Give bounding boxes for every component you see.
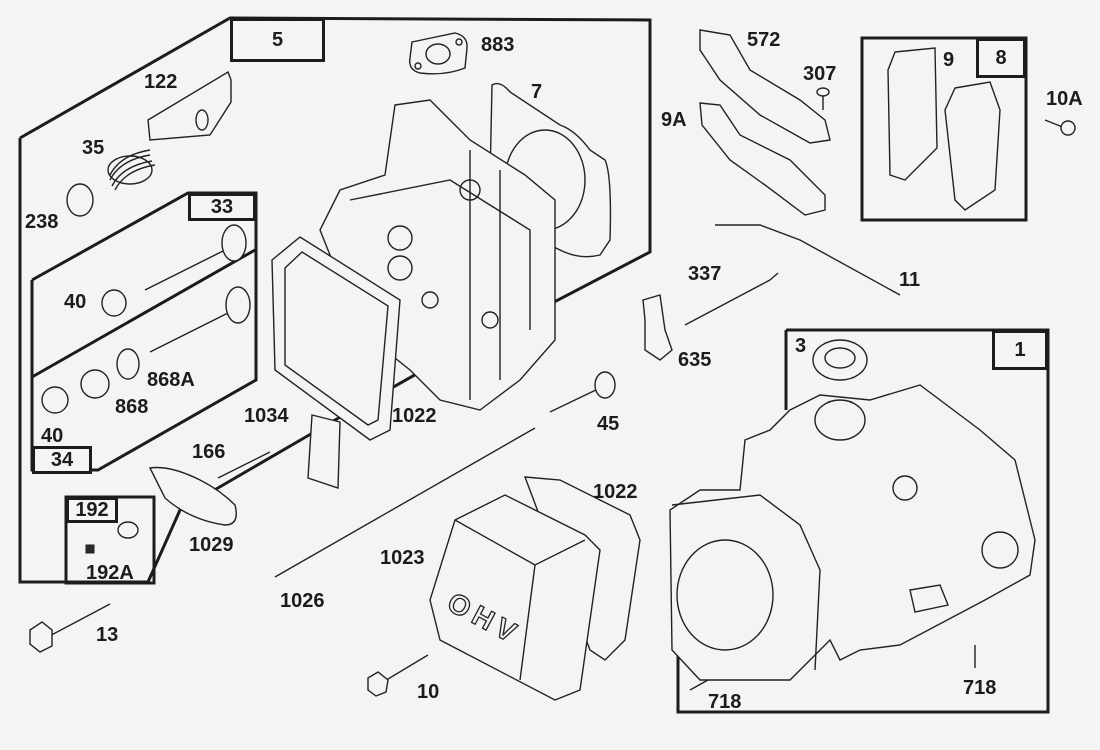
valve-spring-35[interactable] [107, 149, 156, 191]
gasket-572[interactable] [699, 29, 831, 144]
label-635[interactable]: 635 [678, 349, 712, 371]
seal-868[interactable] [80, 369, 110, 399]
spark-plug-337[interactable] [684, 272, 779, 326]
label-1022-head[interactable]: 1022 [392, 405, 437, 427]
breather-plate-122[interactable] [147, 70, 232, 141]
label-1026[interactable]: 1026 [280, 590, 325, 612]
label-238[interactable]: 238 [25, 211, 59, 233]
label-337[interactable]: 337 [688, 263, 722, 285]
breather-tube-11[interactable] [715, 224, 901, 296]
label-35[interactable]: 35 [82, 137, 105, 159]
kit-box-192[interactable]: 192 [66, 497, 118, 523]
gasket-1022[interactable] [271, 236, 401, 441]
label-1023[interactable]: 1023 [380, 547, 425, 569]
oil-seal-3[interactable] [812, 339, 868, 381]
label-45[interactable]: 45 [597, 413, 620, 435]
washer-868A[interactable] [116, 348, 140, 380]
rocker-arm-1029[interactable] [148, 466, 237, 526]
label-868[interactable]: 868 [115, 396, 149, 418]
kit-box-5[interactable]: 5 [230, 18, 325, 62]
screw-10A[interactable] [1044, 119, 1076, 136]
label-13[interactable]: 13 [96, 624, 119, 646]
label-572[interactable]: 572 [747, 29, 781, 51]
kit-box-33[interactable]: 33 [188, 193, 256, 221]
label-883[interactable]: 883 [481, 34, 515, 56]
label-1029[interactable]: 1029 [189, 534, 234, 556]
label-718-right[interactable]: 718 [963, 677, 997, 699]
rocker-cover-1023[interactable] [429, 494, 601, 701]
keeper-40a[interactable] [101, 289, 127, 317]
label-307[interactable]: 307 [803, 63, 837, 85]
valve-exhaust[interactable] [144, 224, 247, 291]
spark-plug-cover-635[interactable] [642, 294, 673, 361]
kit-box-1[interactable]: 1 [992, 330, 1048, 370]
label-10[interactable]: 10 [417, 681, 440, 703]
kit-box-8[interactable]: 8 [976, 38, 1026, 78]
engine-block[interactable] [669, 384, 1036, 681]
label-9A[interactable]: 9A [661, 109, 687, 131]
label-9[interactable]: 9 [943, 49, 955, 71]
dowel-pin-718a[interactable] [689, 679, 709, 691]
valve-cover-8[interactable] [944, 81, 1001, 211]
label-7[interactable]: 7 [531, 81, 543, 103]
guide-plate-1034[interactable] [307, 414, 341, 489]
valve-intake[interactable] [149, 286, 251, 353]
label-40-upper[interactable]: 40 [64, 291, 87, 313]
label-868A[interactable]: 868A [147, 369, 195, 391]
label-122[interactable]: 122 [144, 71, 178, 93]
gasket-9[interactable] [887, 47, 938, 181]
label-10A[interactable]: 10A [1046, 88, 1083, 110]
screw-307[interactable] [816, 87, 830, 110]
label-1034[interactable]: 1034 [244, 405, 289, 427]
adjuster-192[interactable] [85, 521, 139, 554]
push-rod-1026[interactable] [274, 427, 536, 578]
rocker-stud-166[interactable] [217, 451, 271, 479]
kit-8-outline [860, 36, 1028, 222]
label-3[interactable]: 3 [795, 335, 807, 357]
tube-45[interactable] [549, 371, 616, 413]
gasket-9A[interactable] [699, 102, 826, 216]
head-bolt-13[interactable] [29, 603, 111, 653]
plug-238[interactable] [66, 183, 94, 217]
label-1022-cover[interactable]: 1022 [593, 481, 638, 503]
kit-box-34[interactable]: 34 [32, 446, 92, 474]
label-40-lower[interactable]: 40 [41, 425, 64, 447]
intake-gasket-883[interactable] [409, 32, 468, 75]
label-166[interactable]: 166 [192, 441, 226, 463]
kit-33-34-outline [30, 191, 258, 472]
label-718-left[interactable]: 718 [708, 691, 742, 713]
kit-1-outline [676, 328, 1050, 714]
label-192A[interactable]: 192A [86, 562, 134, 584]
keeper-40b[interactable] [41, 386, 69, 414]
screw-10[interactable] [367, 654, 429, 697]
label-11[interactable]: 11 [899, 269, 921, 291]
